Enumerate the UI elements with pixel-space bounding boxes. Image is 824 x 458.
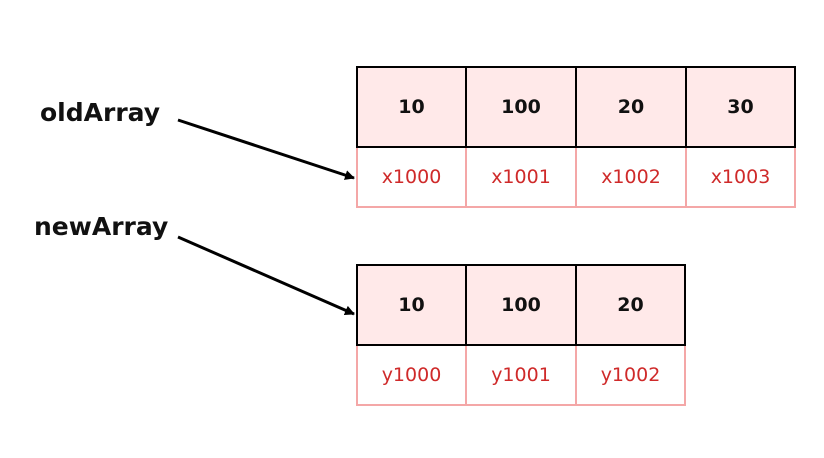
- cell-address: x1003: [686, 148, 796, 208]
- array-cell: 100 y1001: [466, 264, 576, 406]
- array-cell: 10 x1000: [356, 66, 466, 208]
- old-array-label: oldArray: [40, 98, 161, 127]
- cell-value: 100: [466, 66, 576, 148]
- cell-value: 20: [576, 66, 686, 148]
- old-array-pointer-arrow: [177, 118, 355, 180]
- cell-address: y1001: [466, 346, 576, 406]
- cell-value: 20: [576, 264, 686, 346]
- cell-value: 10: [356, 264, 466, 346]
- old-array: 10 x1000 100 x1001 20 x1002 30 x1003: [356, 66, 796, 208]
- array-cell: 10 y1000: [356, 264, 466, 406]
- array-cell: 20 x1002: [576, 66, 686, 208]
- array-cell: 20 y1002: [576, 264, 686, 406]
- new-array: 10 y1000 100 y1001 20 y1002: [356, 264, 686, 406]
- array-cell: 30 x1003: [686, 66, 796, 208]
- new-array-pointer-arrow: [177, 235, 355, 316]
- cell-value: 100: [466, 264, 576, 346]
- cell-value: 10: [356, 66, 466, 148]
- cell-address: x1002: [576, 148, 686, 208]
- cell-address: x1001: [466, 148, 576, 208]
- cell-value: 30: [686, 66, 796, 148]
- array-cell: 100 x1001: [466, 66, 576, 208]
- cell-address: y1000: [356, 346, 466, 406]
- cell-address: x1000: [356, 148, 466, 208]
- cell-address: y1002: [576, 346, 686, 406]
- new-array-label: newArray: [34, 212, 169, 241]
